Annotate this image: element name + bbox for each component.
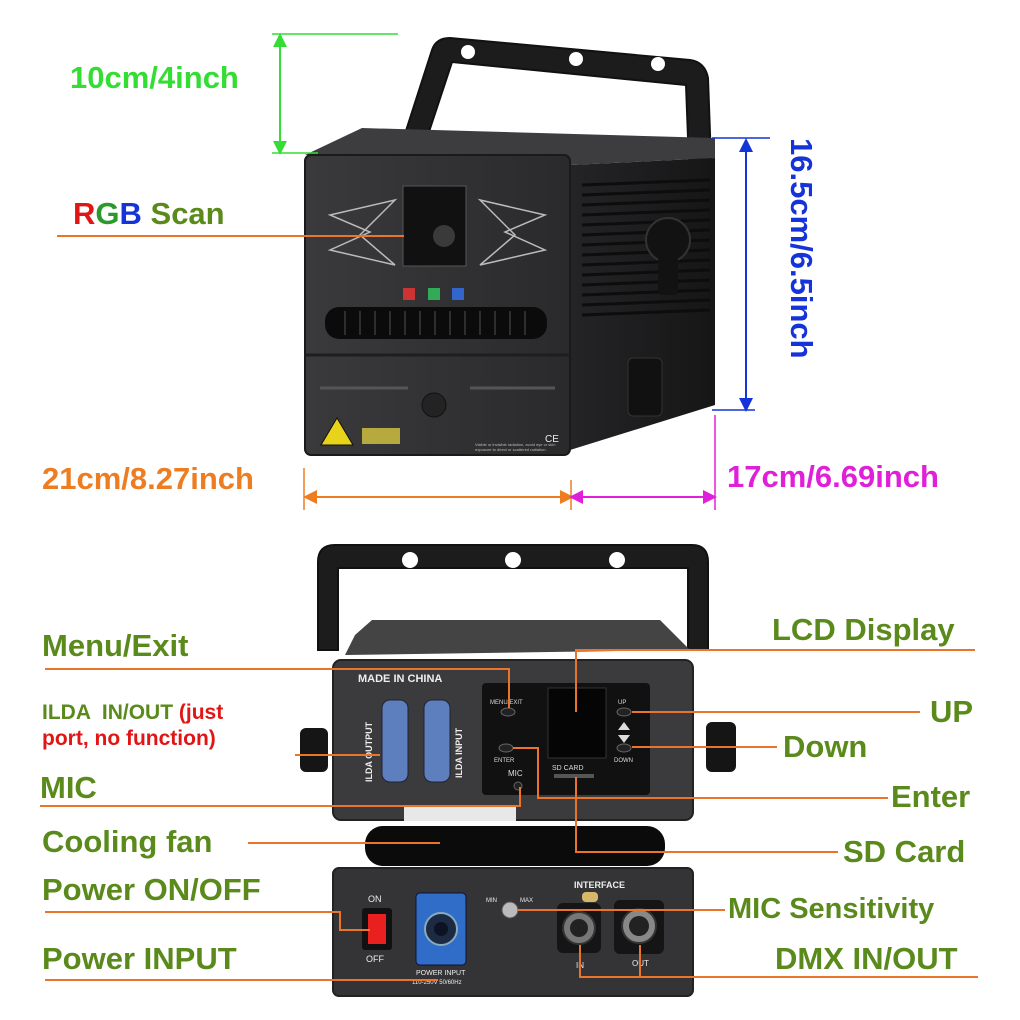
rgb-scan-b: B: [119, 196, 142, 231]
made-in-label: MADE IN CHINA: [358, 673, 442, 685]
leader-enter: [513, 747, 888, 799]
interface-label: INTERFACE: [574, 880, 625, 890]
leader-lcd: [575, 649, 975, 712]
up-callout: UP: [930, 694, 974, 729]
front-view: CE Visible or invisible radiation, avoid…: [304, 36, 715, 456]
mic-min-label: MIN: [486, 898, 497, 904]
ilda-callout-note-a: (just: [178, 701, 224, 724]
ce-mark: CE: [545, 434, 559, 445]
cooling-fan-callout: Cooling fan: [42, 824, 213, 859]
rgb-scan-g: G: [95, 196, 120, 231]
rear-view: MADE IN CHINA ILDA OUTPUT ILDA INPUT MEN…: [300, 544, 736, 997]
power-switch-callout: Power ON/OFF: [42, 872, 261, 907]
leader-dmx: [579, 945, 978, 978]
rgb-scan-rest: Scan: [141, 196, 225, 231]
laser-warning-line-1: Visible or invisible radiation, avoid ey…: [475, 442, 555, 447]
mic-port-label: MIC: [508, 769, 523, 778]
switch-off-label: OFF: [366, 954, 384, 964]
power-input-rating: 110-250V 50/60Hz: [412, 980, 462, 986]
menu-exit-port-label: MENU/EXIT: [490, 700, 523, 706]
menu-exit-callout: Menu/Exit: [42, 628, 189, 663]
rgb-scan-label: RGB Scan: [73, 198, 225, 229]
leader-sd-card: [575, 777, 838, 853]
height-top-label: 10cm/4inch: [70, 60, 239, 95]
leader-menu-exit: [45, 668, 510, 708]
leader-power-switch: [45, 911, 370, 931]
down-port-label: DOWN: [614, 758, 633, 764]
leader-mic: [40, 787, 521, 807]
mic-callout: MIC: [40, 770, 97, 805]
lcd-display-callout: LCD Display: [772, 612, 955, 647]
switch-on-label: ON: [368, 894, 382, 904]
dmx-callout: DMX IN/OUT: [775, 941, 958, 976]
power-input-label: POWER INPUT: [416, 970, 466, 977]
enter-port-label: ENTER: [494, 758, 515, 764]
sd-card-callout: SD Card: [843, 834, 966, 869]
enter-callout: Enter: [891, 779, 971, 814]
down-callout: Down: [783, 729, 868, 764]
height-body-label: 16.5cm/6.5inch: [784, 138, 819, 359]
up-port-label: UP: [618, 700, 626, 706]
mic-max-label: MAX: [520, 898, 533, 904]
ilda-callout: ILDA IN/OUT (just: [42, 702, 223, 723]
power-input-callout: Power INPUT: [42, 941, 237, 976]
laser-warning-line-2: exposure to direct or scattered radiatio…: [475, 447, 547, 452]
rgb-scan-r: R: [73, 196, 96, 231]
ilda-input-port-label: ILDA INPUT: [454, 727, 464, 778]
ilda-callout-main: ILDA IN/OUT: [42, 701, 179, 724]
depth-label: 17cm/6.69inch: [727, 459, 939, 494]
ilda-output-port-label: ILDA OUTPUT: [364, 721, 374, 782]
sd-card-slot-label: SD CARD: [552, 765, 584, 772]
ilda-callout-note-b: port, no function): [42, 727, 216, 750]
width-label: 21cm/8.27inch: [42, 461, 254, 496]
mic-sensitivity-callout: MIC Sensitivity: [728, 893, 935, 925]
